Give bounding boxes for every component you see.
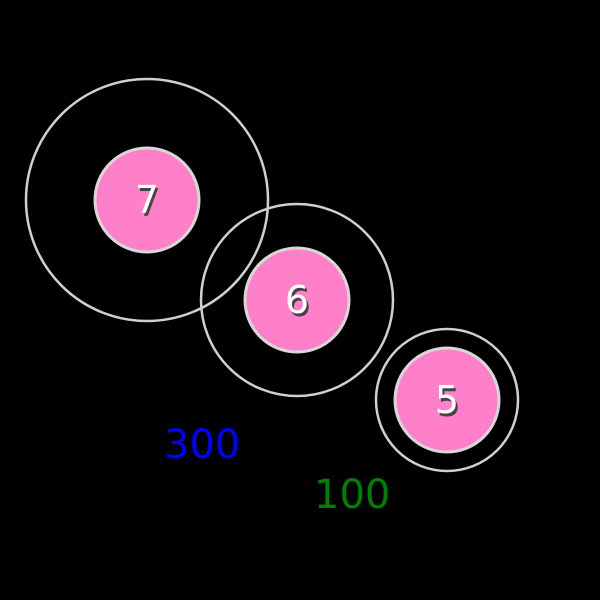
score-popup-300: 300 — [164, 422, 241, 468]
hit-number: 5 — [435, 378, 459, 422]
hit-number-shadow: 5 — [437, 381, 461, 425]
hit-object-6[interactable]: 6 6 — [199, 202, 395, 398]
hit-number-shadow: 7 — [137, 181, 161, 225]
hit-object-7[interactable]: 7 7 — [24, 77, 270, 323]
hit-object-5[interactable]: 5 5 — [374, 327, 520, 473]
hit-number: 6 — [285, 278, 309, 322]
hit-number: 7 — [135, 178, 159, 222]
score-popup-100: 100 — [314, 472, 391, 518]
hit-circle[interactable] — [93, 146, 201, 254]
hit-number-shadow: 6 — [287, 281, 311, 325]
approach-circle — [374, 327, 520, 473]
approach-circle — [199, 202, 395, 398]
hit-circle[interactable] — [393, 346, 501, 454]
hit-circle[interactable] — [243, 246, 351, 354]
approach-circle — [24, 77, 270, 323]
